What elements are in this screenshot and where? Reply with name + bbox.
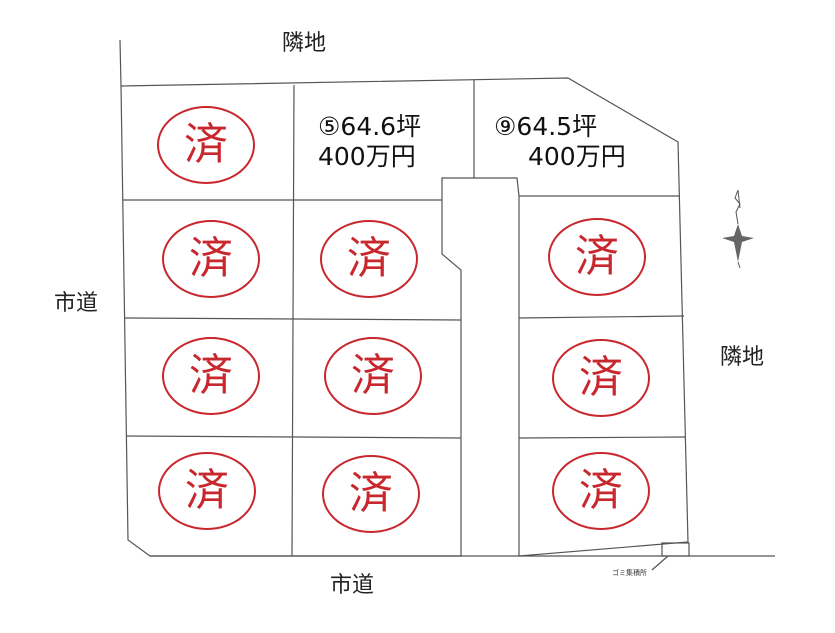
sold-stamp: 済 [324,337,422,415]
sold-stamp: 済 [162,337,260,415]
divider-col [291,84,295,557]
compass-icon [722,189,754,269]
lot-line [518,436,687,439]
lot-line [518,315,685,319]
bottom-road-label: 市道 [330,573,375,598]
right-neighbor-label: 隣地 [720,345,765,370]
sold-stamp: 済 [552,339,650,417]
garbage-box [661,542,690,557]
lot5-price: 400万円 [318,142,416,171]
sold-stamp: 済 [552,452,650,530]
left-road-line [119,39,122,87]
sold-stamp: 済 [162,220,260,298]
left-road-label: 市道 [54,291,99,316]
lot9-price: 400万円 [528,142,626,171]
garbage-leader [651,555,669,571]
garbage-label: ゴミ集積所 [612,569,647,577]
lot9-area: ⑨64.5坪 [494,112,598,141]
lot5-info[interactable]: ⑤64.6坪 400万円 [318,112,421,172]
top-neighbor-label: 隣地 [282,31,327,56]
sold-stamp: 済 [548,218,646,296]
lot-line [125,435,462,439]
sold-stamp: 済 [320,220,418,298]
sold-stamp: 済 [322,455,420,533]
sold-stamp: 済 [158,452,256,530]
sold-stamp: 済 [157,106,255,184]
lot-line [123,317,462,321]
lot5-area: ⑤64.6坪 [318,112,422,141]
lot9-info[interactable]: ⑨64.5坪 400万円 [494,112,626,172]
